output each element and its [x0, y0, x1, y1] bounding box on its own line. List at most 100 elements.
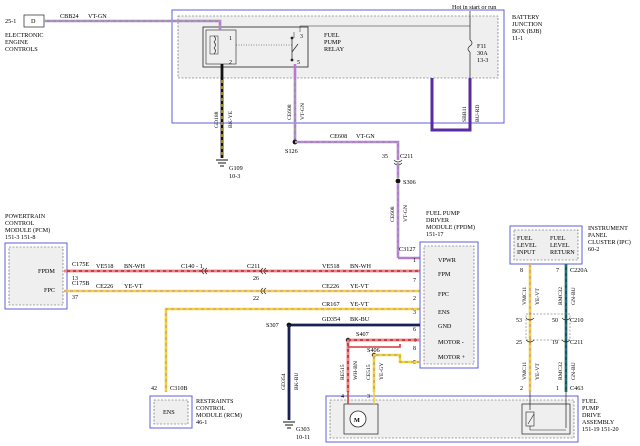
- yevt-c-label: YE-VT: [350, 301, 369, 308]
- rcm-title-2: CONTROL: [196, 405, 225, 412]
- fpda-title-3: DRIVE: [582, 412, 601, 419]
- hot-label: Hot in start or run: [452, 4, 496, 11]
- whbn-label: WH-BN: [353, 361, 359, 380]
- gd354-label: GD354: [322, 316, 340, 323]
- ce608-low-label: CE608: [390, 206, 396, 222]
- rcm-box: [149, 395, 193, 429]
- motor-box: [343, 403, 379, 435]
- gd354-v-label: GD354: [281, 373, 287, 390]
- fpdm-pin-motor-plus: MOTOR +: [438, 354, 466, 361]
- eec-pin-letter: D: [31, 18, 36, 25]
- rcm-conn: C310B: [170, 385, 188, 392]
- rcm-ens-label: ENS: [163, 409, 175, 416]
- cr167-label: CR167: [322, 301, 340, 308]
- ve518-a-label: VE518: [96, 263, 114, 270]
- bnwh-b-label: BN-WH: [350, 263, 371, 270]
- bkbu-v-label: BK-BU: [294, 373, 300, 390]
- gd188-label: GD188: [214, 111, 220, 128]
- ipc-pin-25: 25: [516, 340, 522, 346]
- fpdm-num-3: 3: [413, 310, 416, 316]
- g303-label: G303: [296, 426, 310, 433]
- ipc-input-3: INPUT: [517, 249, 535, 256]
- s306-splice: [395, 178, 401, 184]
- yevt-b-label: YE-VT: [350, 283, 369, 290]
- g303-ref: 10-11: [296, 434, 310, 441]
- rcm-title-1: RESTRAINTS: [196, 398, 234, 405]
- fpda-box: [325, 395, 579, 443]
- relay-label-2: PUMP: [324, 39, 341, 46]
- c175b-label: C175B: [72, 280, 90, 287]
- fpdm-title-4: 151-17: [426, 231, 444, 238]
- fpdm-pin-motor-minus: MOTOR -: [438, 339, 464, 346]
- relay-box: [202, 26, 309, 68]
- ipc-title-4: 60-2: [588, 246, 599, 253]
- c210-label: C210: [570, 317, 583, 324]
- motor-symbol: [349, 410, 367, 428]
- bjb-title-1: BATTERY: [512, 14, 540, 21]
- pcm-pin-26: 26: [253, 276, 259, 282]
- ipc-gnbu-a: GN-BU: [571, 287, 577, 305]
- eec-label-3: CONTROLS: [5, 46, 38, 53]
- rmc32-a-label: RMC32: [558, 287, 564, 305]
- sbb11-label: SBB11: [462, 106, 468, 122]
- relay-pin-1: 1: [229, 36, 232, 42]
- fpda-pin-4: 4: [341, 394, 344, 400]
- ce226-a-label: CE226: [96, 283, 113, 290]
- ipc-pin-50: 50: [552, 318, 558, 324]
- fpda-title-4: ASSEMBLY: [582, 419, 615, 426]
- pcm-pin-37: 37: [72, 295, 78, 301]
- bkbu-label: BK-BU: [350, 316, 370, 323]
- ipc-return-1: FUEL: [550, 235, 566, 242]
- ipc-pin-53: 53: [516, 318, 522, 324]
- ipc-c211-label: C211: [570, 339, 583, 346]
- bjb-title-2: JUNCTION: [512, 21, 543, 28]
- c175e-label: C175E: [72, 261, 89, 268]
- fpdm-num-1: 1: [413, 258, 416, 264]
- pcm-inner-box: [8, 246, 64, 306]
- fpda-title-2: PUMP: [582, 405, 599, 412]
- eec-label-1: ELECTRONIC: [5, 32, 44, 39]
- fpda-title-1: FUEL: [582, 398, 598, 405]
- ipc-yevt-c: YE-VT: [535, 363, 541, 380]
- ipc-input-2: LEVEL: [517, 242, 537, 249]
- fpdm-pin-ens: ENS: [438, 309, 450, 316]
- c463-label: C463: [570, 385, 583, 392]
- c220a-label: C220A: [570, 267, 588, 274]
- fpda-pin-3: 3: [367, 394, 370, 400]
- g109-ref: 10-3: [229, 173, 240, 180]
- ipc-pin-1: 1: [556, 386, 559, 392]
- fpdm-num-7: 7: [413, 278, 416, 284]
- ipc-title-3: CLUSTER (IPC): [588, 239, 631, 246]
- relay-pin-2: 2: [229, 60, 232, 66]
- fpdm-pin-vpwr: VPWR: [438, 257, 457, 264]
- pcm-fpdm-label: FPDM: [38, 268, 55, 275]
- pcm-title-2: CONTROL: [5, 220, 34, 227]
- ce608-mid-label: CE608: [330, 133, 347, 140]
- rcm-pin: 42: [151, 386, 157, 392]
- re515-label: RE515: [340, 364, 346, 380]
- fpdm-title-3: MODULE (FPDM): [426, 224, 475, 231]
- fuse-label-1: F11: [477, 43, 486, 50]
- motor-label: M: [354, 417, 360, 424]
- ipc-return-3: RETURN: [550, 249, 575, 256]
- bkye-label: BK-YE: [228, 110, 234, 128]
- ce515-label: CE515: [366, 364, 372, 380]
- cbb24-color-label: VT-GN: [88, 13, 107, 20]
- ce608-top-label: CE608: [287, 104, 293, 120]
- pcm-pin-22: 22: [253, 296, 259, 302]
- fpdm-box: [419, 241, 479, 369]
- sender-box: [521, 403, 571, 435]
- s307-label: S307: [266, 322, 279, 329]
- c3127-label: C3127: [399, 246, 416, 253]
- relay-label-1: FUEL: [324, 32, 340, 39]
- vtgn-low-label: VT-GN: [403, 205, 409, 222]
- pcm-title-3: MODULE (PCM): [5, 227, 50, 234]
- fpdm-title-1: FUEL PUMP: [426, 210, 460, 217]
- relay-label-3: RELAY: [324, 46, 345, 53]
- yevt-a-label: YE-VT: [124, 283, 143, 290]
- eec-label-2: ENGINE: [5, 39, 28, 46]
- vtgn-mid-label: VT-GN: [356, 133, 375, 140]
- burd-label: BU-RD: [475, 105, 481, 122]
- pcm-c211-label: C211: [247, 263, 260, 270]
